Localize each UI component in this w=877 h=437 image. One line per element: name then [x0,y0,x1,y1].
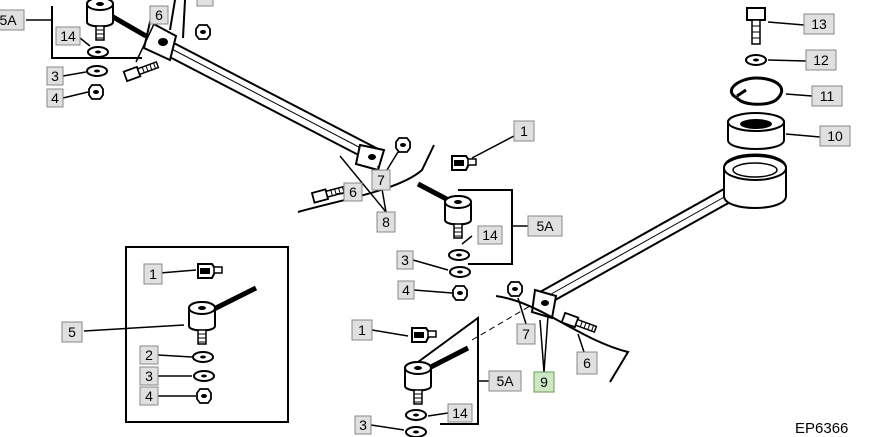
tie-rod-end-inset [188,285,258,345]
reference-code: EP6366 [795,420,848,437]
callout-10: 10 [819,125,851,147]
cap-screw-right [560,312,598,335]
callout-label: 13 [811,16,827,32]
callout-label: 7 [377,172,385,188]
nut-center-bottom [452,285,468,301]
callout-label: 9 [540,374,548,390]
callout-7-right: 7 [516,323,536,345]
callout-3-center: 3 [396,250,414,270]
callout-14-top: 14 [55,26,81,46]
callout-label: 1 [149,266,157,282]
washer-inset [192,351,214,363]
washer-lower [405,409,427,421]
nut-center [395,137,411,153]
callout-label: 1 [520,123,528,139]
callout-label: 4 [145,388,153,404]
snap-ring [729,76,784,106]
cap-screw-top-left [122,59,160,82]
callout-6-right: 6 [576,351,598,375]
callout-14-lower: 14 [447,403,473,423]
washer-top-left [87,46,109,58]
callout-7-center: 7 [371,169,391,191]
callout-14-center: 14 [477,225,503,245]
tie-rod-end-center [416,181,472,239]
callout-6-top: 6 [149,5,169,25]
nut-top-left [88,84,104,100]
callout-partial-top [196,0,214,7]
callout-label: 3 [145,368,153,384]
callout-label: 10 [827,128,843,144]
callout-label: 5A [0,12,17,28]
callout-4-inset: 4 [139,386,159,406]
grease-fitting-lower [411,327,437,343]
callout-1-inset: 1 [143,263,163,285]
cap-screw-13 [746,7,766,45]
callout-label: 14 [452,405,468,421]
grease-fitting-inset [197,263,223,279]
callout-5a-center: 5A [527,215,563,237]
callout-2-inset: 2 [139,345,159,365]
callout-4-top: 4 [46,88,64,108]
callout-label: 6 [583,355,591,371]
washer-center-2 [449,266,471,278]
washer-top-left-2 [86,65,108,77]
spindle-bearing [727,112,785,150]
tie-rod-end-lower [404,345,470,405]
callout-3-lower: 3 [354,415,372,435]
callout-label: 2 [145,347,153,363]
callout-3-inset: 3 [139,366,159,386]
callout-3-top: 3 [46,66,64,86]
tie-rod-end-top-left [86,0,148,41]
callout-12: 12 [805,49,837,71]
callout-label: 5A [536,218,554,234]
callout-11: 11 [811,85,843,107]
callout-label: 14 [60,28,76,44]
callout-label: 3 [401,252,409,268]
callout-label: 7 [522,326,530,342]
nut-inset [196,388,212,404]
callout-9: 9 [533,371,555,393]
callout-1-lower: 1 [351,319,373,341]
callout-8: 8 [376,211,396,233]
nut-top-center [195,24,211,40]
callout-label: 12 [813,52,829,68]
callout-label: 1 [358,322,366,338]
callout-label: 11 [820,88,835,104]
callout-5a-lower: 5A [488,370,522,392]
callout-label: 3 [51,68,59,84]
callout-6-center: 6 [343,182,363,202]
nut-right [507,281,523,297]
tie-rod-right [530,153,787,320]
callout-label: 6 [349,184,357,200]
callout-label: 4 [51,90,59,106]
callout-label: 5 [68,324,76,340]
washer-lower-2 [405,426,427,437]
inset-frame [125,246,289,423]
callout-label: 6 [155,7,163,23]
callout-label: 8 [382,214,390,230]
callout-5a-top: 5A [0,9,25,31]
callout-1-center: 1 [513,120,535,142]
callout-label: 3 [359,417,367,433]
callout-label: 5A [496,373,514,389]
washer-12 [745,54,767,66]
washer-center [448,249,470,261]
callout-5: 5 [61,321,83,343]
callout-4-center: 4 [397,280,415,300]
washer-inset-2 [193,370,215,382]
callout-label: 14 [482,227,498,243]
callout-label: 4 [402,282,410,298]
callout-13: 13 [803,13,835,35]
tie-rod-left [142,0,386,172]
